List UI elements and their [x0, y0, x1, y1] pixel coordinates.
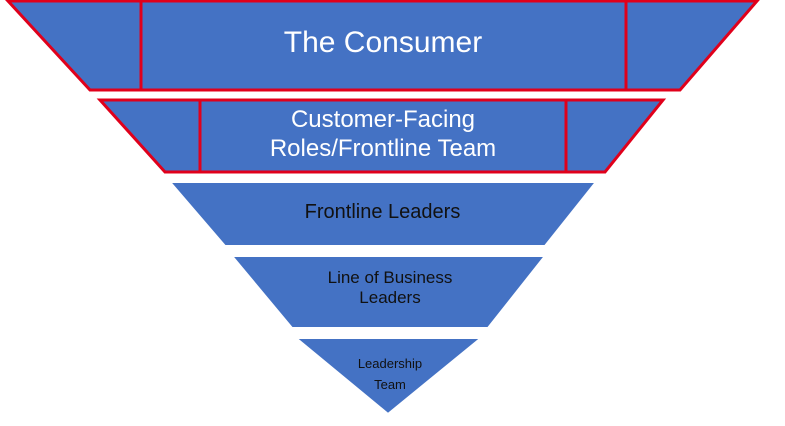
- level-5-label: Leadership Team: [300, 354, 480, 396]
- level-4-label-line-2: Leaders: [359, 288, 421, 308]
- level-2-label: Customer-Facing Roles/Frontline Team: [200, 106, 566, 164]
- level-1-label: The Consumer: [140, 25, 626, 61]
- level-4-label: Line of Business Leaders: [270, 268, 510, 309]
- level-3-label: Frontline Leaders: [220, 200, 545, 224]
- level-2-highlight-box: [198, 98, 568, 174]
- level-5-triangle: [293, 337, 484, 416]
- level-1-label-line-1: The Consumer: [283, 26, 483, 59]
- level-5-label-line-1: Leadership: [357, 356, 423, 371]
- level-4-label-line-1: Line of Business: [327, 268, 453, 287]
- level-4-trapezoid: [229, 255, 548, 329]
- level-5-label-line-2: Team: [374, 376, 406, 392]
- level-3-label-line-1: Frontline Leaders: [304, 201, 461, 223]
- level-2-label-line-1: Customer-Facing: [290, 106, 476, 133]
- level-1-highlight-box: [139, 0, 628, 92]
- level-2-label-line-2: Roles/Frontline Team: [269, 134, 497, 162]
- level-3-trapezoid: [167, 181, 599, 247]
